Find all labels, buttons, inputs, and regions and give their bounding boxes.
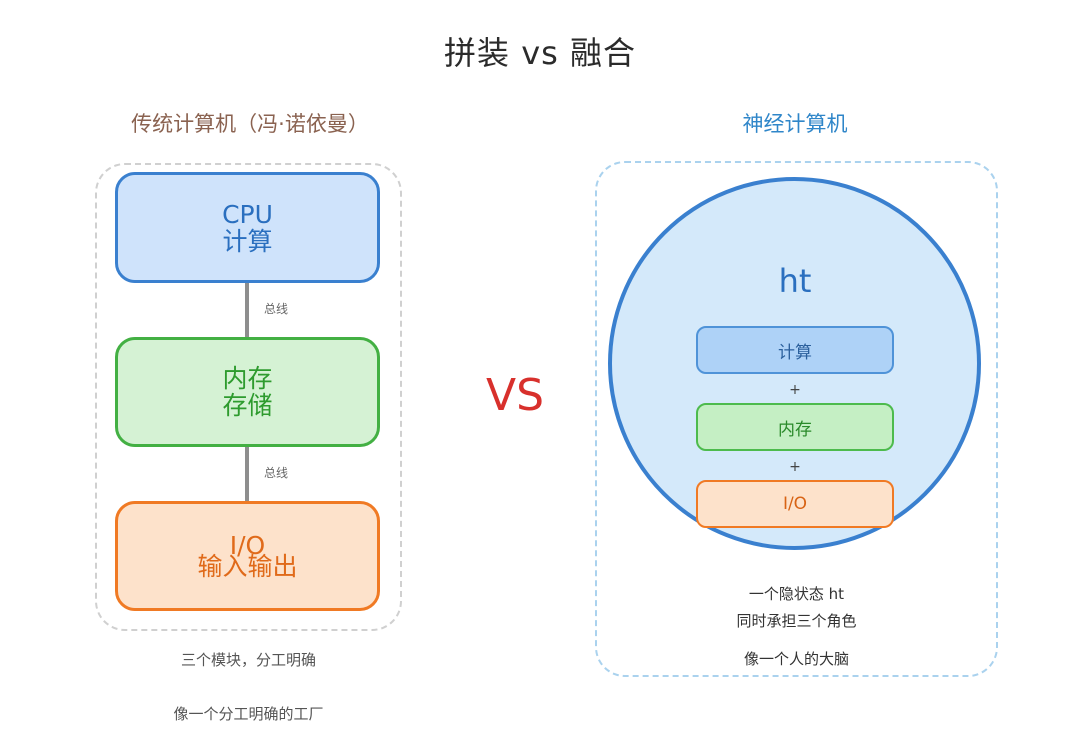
bus-label-bottom: 总线 bbox=[264, 466, 289, 480]
cpu-block-line1: CPU bbox=[222, 199, 273, 229]
plus-sign-2: + bbox=[789, 459, 801, 475]
plus-sign-1: + bbox=[789, 382, 801, 398]
left-caption-modules: 三个模块，分工明确 bbox=[180, 651, 316, 669]
left-caption-factory: 像一个分工明确的工厂 bbox=[173, 705, 324, 723]
neural-computer-frame bbox=[595, 161, 998, 677]
io-block: I/O 输入输出 bbox=[115, 501, 380, 611]
memory-block: 内存 存储 bbox=[115, 337, 380, 447]
compute-component: 计算 bbox=[696, 326, 894, 374]
traditional-computer-frame bbox=[95, 163, 402, 631]
cpu-block-line2: 计算 bbox=[222, 226, 273, 256]
right-caption-hidden-state: 一个隐状态 ht bbox=[748, 585, 845, 603]
memory-block-line1: 内存 bbox=[222, 364, 273, 393]
io-component: I/O bbox=[696, 480, 894, 528]
page-title: 拼装 vs 融合 bbox=[444, 34, 636, 72]
memory-component: 内存 bbox=[696, 403, 894, 451]
right-caption-three-roles: 同时承担三个角色 bbox=[736, 612, 857, 630]
vs-label: VS bbox=[485, 370, 545, 421]
bus-label-top: 总线 bbox=[264, 302, 289, 316]
traditional-computer-heading: 传统计算机（冯·诺依曼） bbox=[131, 112, 369, 136]
bus-connector-bottom bbox=[245, 447, 249, 501]
hidden-state-label: ht bbox=[778, 262, 812, 300]
neural-computer-heading: 神经计算机 bbox=[742, 112, 848, 136]
right-caption-brain: 像一个人的大脑 bbox=[743, 650, 849, 668]
io-block-line1: I/O bbox=[229, 531, 266, 560]
io-block-line2: 输入输出 bbox=[197, 552, 298, 581]
cpu-block: CPU 计算 bbox=[115, 172, 380, 283]
bus-connector-top bbox=[245, 283, 249, 337]
memory-block-line2: 存储 bbox=[222, 391, 273, 420]
